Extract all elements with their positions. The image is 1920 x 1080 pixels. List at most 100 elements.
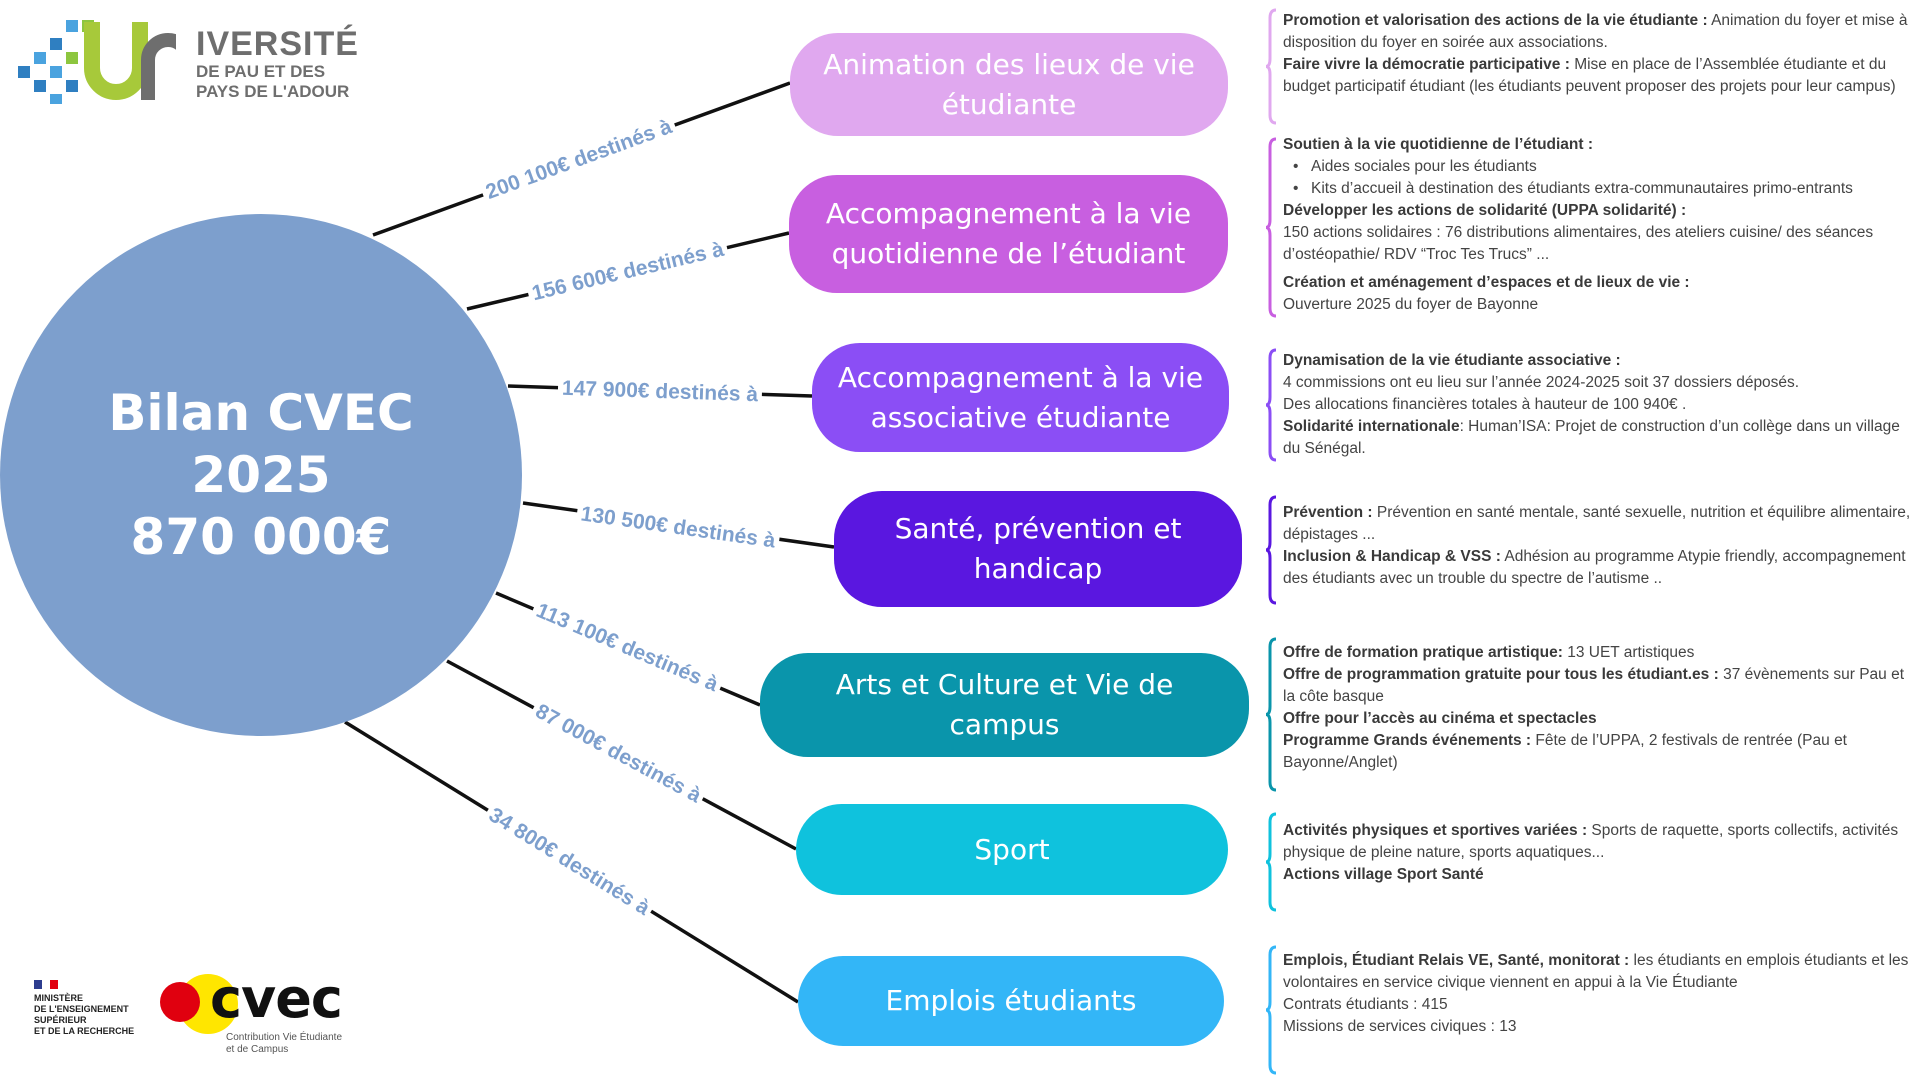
detail-heading: Soutien à la vie quotidienne de l’étudia… <box>1283 136 1594 153</box>
detail-paragraph: Création et aménagement d’espaces et de … <box>1283 272 1919 294</box>
detail-paragraph: Ouverture 2025 du foyer de Bayonne <box>1283 294 1919 316</box>
category-details: Activités physiques et sportives variées… <box>1283 820 1919 886</box>
category-box: Accompagnement à la vie associative étud… <box>812 343 1229 452</box>
summary-year: 2025 <box>191 446 331 504</box>
detail-paragraph: Solidarité internationale: Human’ISA: Pr… <box>1283 416 1919 460</box>
detail-heading: Création et aménagement d’espaces et de … <box>1283 274 1690 291</box>
detail-paragraph: Offre de formation pratique artistique: … <box>1283 642 1919 664</box>
category-details: Dynamisation de la vie étudiante associa… <box>1283 350 1919 460</box>
detail-paragraph: Dynamisation de la vie étudiante associa… <box>1283 350 1919 372</box>
cvec-wordmark: cvec <box>210 967 343 1030</box>
detail-paragraph: Offre de programmation gratuite pour tou… <box>1283 664 1919 708</box>
category-details: Offre de formation pratique artistique: … <box>1283 642 1919 774</box>
detail-heading: Offre de programmation gratuite pour tou… <box>1283 666 1719 683</box>
detail-text: Des allocations financières totales à ha… <box>1283 396 1687 413</box>
detail-heading: Solidarité internationale <box>1283 418 1460 435</box>
detail-paragraph: Offre pour l’accès au cinéma et spectacl… <box>1283 708 1919 730</box>
detail-paragraph: Actions village Sport Santé <box>1283 864 1919 886</box>
detail-paragraph: Inclusion & Handicap & VSS : Adhésion au… <box>1283 546 1919 590</box>
detail-heading: Actions village Sport Santé <box>1283 866 1484 883</box>
detail-heading: Promotion et valorisation des actions de… <box>1283 12 1708 29</box>
cvec-subtitle-line: et de Campus <box>226 1044 289 1055</box>
summary-total: 870 000€ <box>130 508 392 566</box>
curly-brace-icon <box>1265 495 1277 605</box>
summary-title: Bilan CVEC <box>108 384 414 442</box>
cvec-subtitle-line: Contribution Vie Étudiante <box>226 1032 343 1043</box>
detail-text: Adhésion au programme Atypie friendly, a… <box>1283 548 1910 587</box>
category-box: Animation des lieux de vie étudiante <box>790 33 1228 136</box>
detail-paragraph: Développer les actions de solidarité (UP… <box>1283 200 1919 222</box>
detail-heading: Offre de formation pratique artistique: <box>1283 644 1563 661</box>
ministry-logo: MINISTÈRE DE L'ENSEIGNEMENT SUPÉRIEUR ET… <box>34 980 154 1037</box>
detail-heading: Développer les actions de solidarité (UP… <box>1283 202 1687 219</box>
category-details: Prévention : Prévention en santé mentale… <box>1283 502 1919 590</box>
detail-heading: Inclusion & Handicap & VSS : <box>1283 548 1501 565</box>
detail-heading: Programme Grands événements : <box>1283 732 1532 749</box>
category-box: Santé, prévention et handicap <box>834 491 1242 607</box>
detail-text: Animation du foyer et mise à disposition… <box>1283 12 1912 51</box>
detail-text: 37 évènements sur Pau et la côte basque <box>1283 666 1909 705</box>
curly-brace-icon <box>1265 137 1277 318</box>
ministry-line: DE L'ENSEIGNEMENT <box>34 1004 129 1014</box>
detail-paragraph: Des allocations financières totales à ha… <box>1283 394 1919 416</box>
curly-brace-icon <box>1265 348 1277 462</box>
detail-paragraph: Soutien à la vie quotidienne de l’étudia… <box>1283 134 1919 156</box>
curly-brace-icon <box>1265 8 1277 125</box>
category-box: Accompagnement à la vie quotidienne de l… <box>789 175 1228 293</box>
detail-paragraph: Contrats étudiants : 415 <box>1283 994 1919 1016</box>
detail-text: Prévention en santé mentale, santé sexue… <box>1283 504 1915 543</box>
detail-paragraph: Emplois, Étudiant Relais VE, Santé, moni… <box>1283 950 1919 994</box>
university-name-line2: DE PAU ET DES <box>196 62 326 81</box>
category-details: Promotion et valorisation des actions de… <box>1283 10 1919 98</box>
detail-paragraph: Promotion et valorisation des actions de… <box>1283 10 1919 54</box>
curly-brace-icon <box>1265 812 1277 912</box>
detail-text: : Human’ISA: Projet de construction d’un… <box>1283 418 1905 457</box>
detail-paragraph: Missions de services civiques : 13 <box>1283 1016 1919 1038</box>
curly-brace-icon <box>1265 637 1277 792</box>
detail-bullet: Aides sociales pour les étudiants <box>1283 156 1919 178</box>
detail-text: Fête de l’UPPA, 2 festivals de rentrée (… <box>1283 732 1852 771</box>
detail-paragraph: Programme Grands événements : Fête de l’… <box>1283 730 1919 774</box>
detail-heading: Emplois, Étudiant Relais VE, Santé, moni… <box>1283 952 1630 969</box>
category-details: Soutien à la vie quotidienne de l’étudia… <box>1283 134 1919 316</box>
cvec-subtitle: Contribution Vie Étudiante et de Campus <box>226 1032 342 1056</box>
detail-text: 150 actions solidaires : 76 distribution… <box>1283 224 1878 263</box>
french-flag-icon <box>34 980 58 989</box>
detail-heading: Offre pour l’accès au cinéma et spectacl… <box>1283 710 1597 727</box>
category-details: Emplois, Étudiant Relais VE, Santé, moni… <box>1283 950 1919 1038</box>
ministry-line: SUPÉRIEUR <box>34 1015 87 1025</box>
detail-text: Aides sociales pour les étudiants <box>1311 158 1537 175</box>
detail-text: Missions de services civiques : 13 <box>1283 1018 1517 1035</box>
detail-text: Sports de raquette, sports collectifs, a… <box>1283 822 1903 861</box>
detail-heading: Activités physiques et sportives variées… <box>1283 822 1588 839</box>
category-box: Sport <box>796 804 1228 895</box>
curly-brace-icon <box>1265 945 1277 1075</box>
detail-bullet: Kits d’accueil à destination des étudian… <box>1283 178 1919 200</box>
university-name-line3: PAYS DE L'ADOUR <box>196 82 350 101</box>
detail-paragraph: Activités physiques et sportives variées… <box>1283 820 1919 864</box>
category-box: Arts et Culture et Vie de campus <box>760 653 1249 757</box>
detail-text: Contrats étudiants : 415 <box>1283 996 1448 1013</box>
detail-text: 13 UET artistiques <box>1562 644 1695 661</box>
detail-paragraph: Prévention : Prévention en santé mentale… <box>1283 502 1919 546</box>
detail-text: Ouverture 2025 du foyer de Bayonne <box>1283 296 1539 313</box>
detail-text: les étudiants en emplois étudiants et le… <box>1283 952 1913 991</box>
university-logo: IVERSITÉ DE PAU ET DES PAYS DE L'ADOUR <box>16 18 359 108</box>
detail-text: Kits d’accueil à destination des étudian… <box>1311 180 1853 197</box>
category-box: Emplois étudiants <box>798 956 1224 1046</box>
ministry-line: MINISTÈRE <box>34 993 84 1003</box>
detail-paragraph: 4 commissions ont eu lieu sur l’année 20… <box>1283 372 1919 394</box>
summary-circle: Bilan CVEC 2025 870 000€ <box>0 214 522 736</box>
detail-heading: Prévention : <box>1283 504 1373 521</box>
university-name: IVERSITÉ <box>196 25 359 63</box>
detail-paragraph: Faire vivre la démocratie participative … <box>1283 54 1919 98</box>
detail-heading: Dynamisation de la vie étudiante associa… <box>1283 352 1621 369</box>
detail-heading: Faire vivre la démocratie participative … <box>1283 56 1570 73</box>
detail-text: 4 commissions ont eu lieu sur l’année 20… <box>1283 374 1800 391</box>
cvec-logo-mark <box>160 974 238 1034</box>
university-logo-mark <box>18 20 176 104</box>
detail-text: Mise en place de l’Assemblée étudiante e… <box>1283 56 1896 95</box>
ministry-line: ET DE LA RECHERCHE <box>34 1026 135 1036</box>
cvec-logo: cvec Contribution Vie Étudiante et de Ca… <box>160 972 380 1062</box>
detail-paragraph: 150 actions solidaires : 76 distribution… <box>1283 222 1919 266</box>
